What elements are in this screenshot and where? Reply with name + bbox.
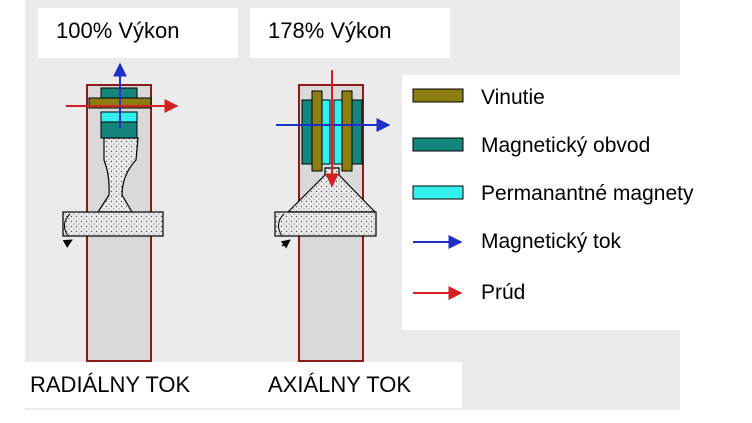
legend-label-magnetic-circuit: Magnetický obvod [481, 134, 651, 157]
title-box-axial [250, 8, 450, 58]
axial-permanent-magnet-left [321, 99, 331, 165]
legend-label-winding: Vinutie [481, 86, 545, 109]
axial-winding-right [341, 90, 353, 172]
axial-winding-left [311, 90, 323, 172]
axial-power-title: 178% Výkon [268, 18, 392, 43]
radial-motor [62, 62, 179, 362]
legend-label-magnetic-flux: Magnetický tok [481, 230, 622, 253]
legend-swatch-permanent-magnet [412, 185, 464, 200]
radial-rotation-curve [64, 213, 71, 237]
axial-flange [274, 211, 377, 237]
axial-motor [274, 70, 391, 362]
axial-rotation-arrow [280, 239, 291, 249]
radial-rotation-arrow [62, 239, 73, 248]
caption-box [22, 362, 462, 408]
legend-symbols [412, 88, 464, 300]
legend-swatch-magnetic-circuit [412, 137, 464, 152]
axial-permanent-magnet-right [333, 99, 343, 165]
axial-caption: AXIÁLNY TOK [268, 372, 412, 397]
radial-flange [62, 211, 164, 237]
title-box-radial [38, 8, 238, 58]
legend-label-permanent-magnets: Permanantné magnety [481, 182, 694, 205]
axial-magnetic-circuit-right [351, 99, 363, 165]
legend-swatch-winding [412, 88, 464, 103]
legend-label-current: Prúd [481, 281, 526, 304]
radial-caption: RADIÁLNY TOK [30, 372, 191, 397]
radial-power-title: 100% Výkon [56, 18, 180, 43]
axial-magnetic-circuit-left [301, 99, 313, 165]
axial-rotation-curve [278, 213, 285, 237]
